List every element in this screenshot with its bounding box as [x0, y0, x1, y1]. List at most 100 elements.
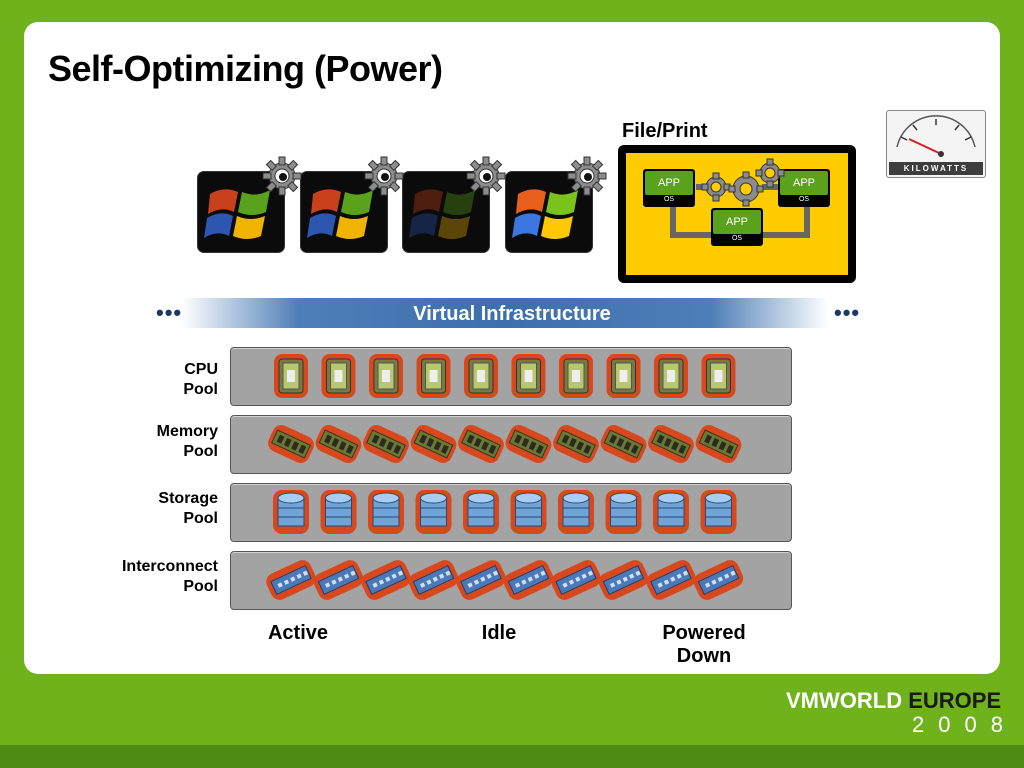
database-icon	[700, 490, 737, 534]
pool-label-line2: Pool	[183, 381, 218, 398]
memory-module-icon	[315, 424, 362, 464]
cpu-chip-icon	[654, 354, 688, 398]
cpu-chip-icon	[274, 354, 308, 398]
cpu-chip-icon	[464, 354, 498, 398]
memory-module-icon	[363, 424, 409, 464]
brand-logo: VMWORLD EUROPE	[786, 688, 1001, 714]
memory-module-icon	[505, 424, 552, 464]
file-print-host: APP OS APP OS APP OS	[618, 145, 856, 283]
left-ellipsis: •••	[156, 300, 183, 325]
app-vm-3: APP OS	[711, 208, 763, 246]
gear-icon	[262, 156, 302, 196]
memory-pool-icons	[268, 424, 742, 464]
network-switch-icon	[598, 560, 649, 600]
brand-name: VMWORLD	[786, 688, 903, 713]
os-label: OS	[731, 235, 743, 242]
pool-label-line1: CPU	[184, 361, 218, 378]
pool-label-line1: Interconnect	[121, 558, 218, 575]
windows-logo-icon	[512, 189, 578, 239]
app-label: APP	[780, 171, 828, 195]
windows-logo-icon	[204, 189, 270, 239]
cpu-pool-label: CPU Pool	[98, 360, 218, 400]
network-switch-icon	[408, 560, 459, 600]
meter-label: KILOWATTS	[889, 162, 983, 175]
windows-logo-icon	[409, 189, 475, 239]
kilowatts-meter: KILOWATTS	[886, 110, 986, 178]
os-label: OS	[798, 196, 810, 203]
memory-pool-label: Memory Pool	[98, 422, 218, 462]
network-switch-icon	[313, 560, 364, 600]
cpu-chip-icon	[369, 354, 403, 398]
cpu-chip-icon	[416, 354, 451, 398]
network-switch-icon	[456, 560, 506, 600]
pool-label-line1: Memory	[156, 423, 218, 440]
cpu-chip-icon	[511, 354, 546, 398]
gear-icon	[466, 156, 506, 196]
network-switch-icon	[266, 560, 316, 600]
cpu-chip-icon	[701, 354, 736, 398]
cpu-chip-icon	[321, 354, 356, 398]
app-vm-1: APP OS	[643, 169, 695, 207]
gear-icon	[567, 156, 607, 196]
gear-icon	[364, 156, 404, 196]
cpu-pool	[230, 347, 792, 406]
memory-module-icon	[648, 424, 694, 464]
database-icon	[463, 490, 499, 534]
database-icon	[558, 490, 594, 534]
database-icon	[653, 490, 689, 534]
database-icon	[368, 490, 404, 534]
interconnect-pool-label: Interconnect Pool	[98, 557, 218, 597]
memory-module-icon	[695, 424, 742, 464]
slide-title: Self-Optimizing (Power)	[48, 48, 443, 89]
vm-windows-4	[506, 172, 592, 252]
gears-cluster-icon	[701, 158, 785, 207]
network-switch-icon	[503, 560, 554, 600]
interconnect-pool-icons	[266, 560, 744, 600]
pool-label-line2: Pool	[183, 510, 218, 527]
pool-label-line2: Pool	[183, 443, 218, 460]
virtual-infrastructure-bar	[182, 298, 828, 328]
windows-logo-icon	[307, 189, 373, 239]
storage-pool-icons	[273, 490, 737, 534]
memory-module-icon	[410, 424, 457, 464]
pool-label-line2: Pool	[183, 578, 218, 595]
database-icon	[320, 490, 357, 534]
app-vm-2: APP OS	[778, 169, 830, 207]
cpu-chip-icon	[606, 354, 641, 398]
cpu-pool-icons	[274, 354, 736, 398]
network-switch-icon	[551, 560, 601, 600]
cpu-chip-icon	[559, 354, 593, 398]
virtual-infrastructure-label: Virtual Infrastructure	[413, 303, 611, 325]
brand-year: 2008	[912, 712, 1017, 737]
brand-region: EUROPE	[908, 688, 1002, 713]
app-label: APP	[645, 171, 693, 195]
file-print-panel: APP OS APP OS APP OS	[626, 153, 848, 275]
app-label: APP	[713, 210, 761, 234]
gauge-icon	[896, 115, 976, 157]
memory-module-icon	[553, 424, 599, 464]
state-active: Active	[267, 622, 329, 644]
network-switch-icon	[361, 560, 411, 600]
network-switch-icon	[646, 560, 696, 600]
database-icon	[415, 490, 452, 534]
storage-pool-label: Storage Pool	[98, 489, 218, 529]
interconnect-pool	[230, 551, 792, 610]
database-icon	[510, 490, 547, 534]
os-label: OS	[663, 196, 675, 203]
memory-pool	[230, 415, 792, 474]
storage-pool	[230, 483, 792, 542]
memory-module-icon	[600, 424, 647, 464]
state-powered-line2: Down	[676, 645, 732, 667]
database-icon	[605, 490, 642, 534]
state-idle: Idle	[481, 622, 517, 644]
pool-label-line1: Storage	[158, 490, 218, 507]
bottom-band	[0, 745, 1024, 768]
memory-module-icon	[458, 424, 504, 464]
right-ellipsis: •••	[834, 300, 861, 325]
network-switch-icon	[693, 560, 744, 600]
database-icon	[273, 490, 309, 534]
state-powered-down: Powered Down	[644, 622, 764, 668]
state-powered-line1: Powered	[662, 622, 746, 644]
memory-module-icon	[268, 424, 314, 464]
file-print-title: File/Print	[622, 120, 708, 142]
